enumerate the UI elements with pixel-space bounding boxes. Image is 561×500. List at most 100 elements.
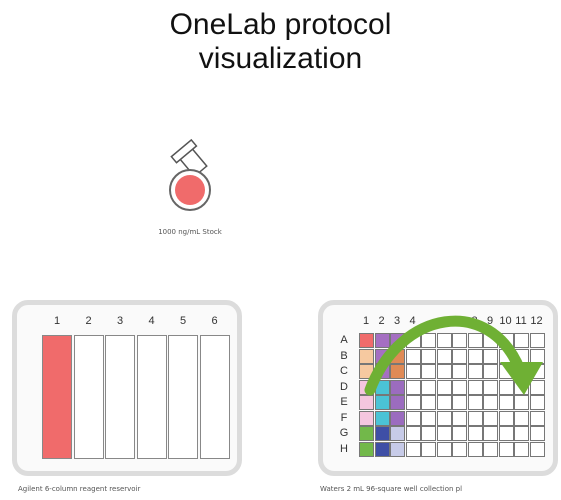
plate-well-F11[interactable]	[514, 410, 529, 426]
plate-well-H5[interactable]	[421, 441, 436, 457]
plate-well-H1[interactable]	[359, 441, 374, 457]
reservoir-column-3[interactable]	[105, 335, 135, 459]
reservoir-column-6[interactable]	[199, 335, 230, 459]
plate-well-H2[interactable]	[374, 441, 390, 457]
plate-well-H7[interactable]	[452, 441, 467, 457]
plate-well-G2[interactable]	[374, 426, 390, 441]
plate-well-G9[interactable]	[483, 426, 498, 441]
plate-well-F7[interactable]	[452, 410, 467, 426]
reservoir-column-2[interactable]	[73, 335, 104, 459]
plate-well-E7[interactable]	[452, 395, 467, 410]
reservoir-column-5[interactable]	[168, 335, 198, 459]
plate-column-number: 2	[378, 315, 385, 327]
plate-well-C5[interactable]	[421, 364, 436, 379]
plate-well-H3[interactable]	[390, 441, 405, 457]
plate-well-H12[interactable]	[529, 441, 545, 457]
plate-well-B6[interactable]	[436, 348, 452, 364]
plate-row-label: A	[340, 334, 348, 346]
plate-well-G1[interactable]	[359, 426, 374, 441]
plate-well-H8[interactable]	[467, 441, 483, 457]
plate-well-D10[interactable]	[498, 379, 514, 395]
plate-well-G10[interactable]	[498, 426, 514, 441]
plate-well-C8[interactable]	[467, 364, 483, 379]
plate-well-G11[interactable]	[514, 426, 529, 441]
plate-well-E6[interactable]	[436, 395, 452, 410]
stock-label: 1000 ng/mL Stock	[158, 228, 222, 236]
plate-well-E2[interactable]	[374, 395, 390, 410]
page-title: OneLab protocol visualization	[0, 8, 561, 76]
plate-column-number: 4	[409, 315, 416, 327]
plate-well-B8[interactable]	[467, 348, 483, 364]
plate-well-F4[interactable]	[405, 410, 421, 426]
plate-well-G6[interactable]	[436, 426, 452, 441]
plate-well-A5[interactable]	[421, 333, 436, 348]
plate-well-D3[interactable]	[390, 379, 405, 395]
plate-column-number: 3	[393, 315, 401, 327]
plate-well-F2[interactable]	[374, 410, 390, 426]
transfer-arrow-icon	[364, 315, 543, 396]
plate-well-E8[interactable]	[467, 395, 483, 410]
plate-well-B4[interactable]	[405, 348, 421, 364]
plate-well-E11[interactable]	[514, 395, 529, 410]
plate-well-A11[interactable]	[514, 333, 529, 348]
plate-well-H10[interactable]	[498, 441, 514, 457]
plate-well-G4[interactable]	[405, 426, 421, 441]
plate-well-F6[interactable]	[436, 410, 452, 426]
plate-well-D4[interactable]	[405, 379, 421, 395]
reservoir-label: Agilent 6-column reagent reservoir	[18, 485, 141, 493]
plate-well-A7[interactable]	[452, 333, 467, 348]
plate-well-C4[interactable]	[405, 364, 421, 379]
plate-well-B5[interactable]	[421, 348, 436, 364]
plate-well-C3[interactable]	[390, 364, 405, 379]
plate-well-H4[interactable]	[405, 441, 421, 457]
plate-well-F3[interactable]	[390, 410, 405, 426]
plate-well-G3[interactable]	[390, 426, 405, 441]
plate-well-B9[interactable]	[483, 348, 498, 364]
plate-well-D9[interactable]	[483, 379, 498, 395]
plate-well-D7[interactable]	[452, 379, 467, 395]
plate-well-H11[interactable]	[514, 441, 529, 457]
plate-well-A1[interactable]	[359, 333, 374, 348]
plate-well-D5[interactable]	[421, 379, 436, 395]
plate-well-E1[interactable]	[359, 395, 374, 410]
plate-well-G8[interactable]	[467, 426, 483, 441]
plate-well-E10[interactable]	[498, 395, 514, 410]
plate-column-number: 9	[486, 315, 494, 327]
plate-well-E9[interactable]	[483, 395, 498, 410]
stock-tube-icon[interactable]	[160, 138, 250, 218]
plate-well-F8[interactable]	[467, 410, 483, 426]
reservoir-column-number: 2	[85, 315, 92, 327]
plate-well-D6[interactable]	[436, 379, 452, 395]
plate-well-F5[interactable]	[421, 410, 436, 426]
plate-well-C7[interactable]	[452, 364, 467, 379]
plate-well-F10[interactable]	[498, 410, 514, 426]
plate-well-E5[interactable]	[421, 395, 436, 410]
plate-well-G7[interactable]	[452, 426, 467, 441]
plate-well-D8[interactable]	[467, 379, 483, 395]
plate-well-E3[interactable]	[390, 395, 405, 410]
plate-well-A2[interactable]	[374, 333, 390, 348]
plate-well-C9[interactable]	[483, 364, 498, 379]
plate-well-D12[interactable]	[529, 379, 545, 395]
reservoir-column-4[interactable]	[136, 335, 167, 459]
plate-well-H9[interactable]	[483, 441, 498, 457]
plate-row-label: H	[340, 442, 348, 455]
plate-well-G5[interactable]	[421, 426, 436, 441]
plate-well-F9[interactable]	[483, 410, 498, 426]
plate-well-F12[interactable]	[529, 410, 545, 426]
plate-well-E12[interactable]	[529, 395, 545, 410]
plate-well-F1[interactable]	[359, 410, 374, 426]
reservoir-column-number: 1	[53, 315, 61, 327]
plate-well-B1[interactable]	[359, 348, 374, 364]
plate-well-B7[interactable]	[452, 348, 467, 364]
plate-well-H6[interactable]	[436, 441, 452, 457]
plate-well-G12[interactable]	[529, 426, 545, 441]
plate-well-C6[interactable]	[436, 364, 452, 379]
reservoir-column-1[interactable]	[42, 335, 72, 459]
plate-well-A6[interactable]	[436, 333, 452, 348]
plate-row-label: F	[340, 411, 348, 424]
plate-well-A12[interactable]	[529, 333, 545, 348]
plate-row-label: B	[340, 349, 348, 362]
plate-well-A8[interactable]	[467, 333, 483, 348]
plate-well-E4[interactable]	[405, 395, 421, 410]
